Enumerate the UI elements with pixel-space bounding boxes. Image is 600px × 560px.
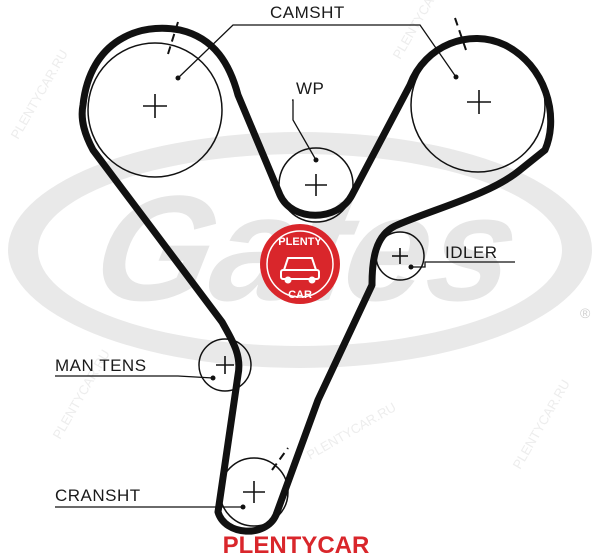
timing-belt	[78, 24, 555, 535]
camshaft-pulley-right	[410, 17, 546, 173]
idler-label: IDLER	[445, 243, 498, 262]
plentycar-badge: PLENTY CAR	[260, 224, 340, 304]
timing-mark	[271, 447, 289, 471]
leader-lines	[55, 24, 515, 508]
registered-mark: ®	[580, 305, 591, 321]
car-icon	[280, 257, 320, 284]
watermark-text: PLENTYCAR.RU	[510, 377, 573, 471]
timing-mark	[167, 21, 179, 55]
badge-top-text: PLENTY	[278, 236, 322, 248]
camshaft-label: CAMSHT	[270, 3, 345, 22]
badge-bottom-text: CAR	[288, 289, 312, 301]
water-pump-label: WP	[296, 79, 324, 98]
timing-mark	[454, 17, 467, 51]
camshaft-pulley-left	[87, 21, 223, 178]
footer-brand: PLENTYCAR	[223, 532, 370, 559]
gates-logo-background: Gates ®	[8, 132, 592, 368]
crankshaft-label: CRANSHT	[55, 486, 141, 505]
manual-tensioner-label: MAN TENS	[55, 356, 147, 375]
watermark-text: PLENTYCAR.RU	[390, 0, 453, 62]
water-pump-pulley	[278, 147, 354, 223]
watermark-text: PLENTYCAR.RU	[8, 47, 71, 141]
manual-tensioner-pulley	[198, 338, 252, 392]
